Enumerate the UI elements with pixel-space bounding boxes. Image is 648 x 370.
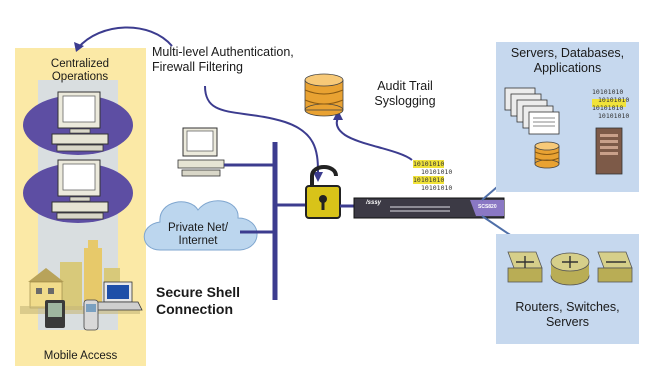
server-binary-line: 10101010 [592,104,624,112]
cloud-icon [143,200,273,251]
workstation-icon [177,127,273,177]
audit-label: Audit Trail Syslogging [374,79,436,108]
packet-binary-line: 10101010 [421,184,453,192]
left-panel-footer: Mobile Access [43,350,118,362]
server-binary-block: 10101010 10101010 10101010 10101010 [592,88,638,120]
servers-panel-title: Servers, Databases, Applications [510,46,625,75]
network-server-icon [597,251,633,283]
open-padlock-icon [305,165,341,219]
console-server-device [353,197,505,219]
audit-database-icon [304,73,344,117]
routers-panel-title: Routers, Switches, Servers [515,300,620,329]
tower-server-icon [595,127,623,175]
packet-binary-block: 10101010 10101010 10101010 10101010 [413,160,463,192]
left-panel-title: Centralized Operations [50,58,110,83]
server-binary-line: 10101010 [592,88,624,96]
ops-computer-1-icon [51,91,109,152]
pda-icon [45,300,65,328]
router-icon [550,252,590,286]
server-binary-line: 10101010 [598,112,630,120]
server-binary-line: 10101010 [598,96,630,104]
switch-icon [507,251,543,283]
auth-label: Multi-level Authentication, Firewall Fil… [152,45,294,74]
auth-arrow [77,26,173,49]
packet-binary-line: 10101010 [421,168,453,176]
packet-binary-line: 10101010 [413,176,445,184]
device-brand: /sssy [366,200,382,206]
ssh-label: Secure Shell Connection [156,284,241,317]
packet-to-audit-arrow [335,117,413,161]
laptop-icon [93,281,143,311]
mobile-phone-icon [83,299,99,331]
device-badge: SCS820 [478,204,497,210]
server-database-icon [534,141,560,169]
server-binary-highlight [592,99,626,107]
auth-to-lock-arrow [204,85,319,173]
ops-computer-2-icon [51,159,109,220]
packet-binary-line: 10101010 [413,160,445,168]
private-net-label: Private Net/ Internet [167,222,229,247]
applications-windows-icon [504,87,560,135]
